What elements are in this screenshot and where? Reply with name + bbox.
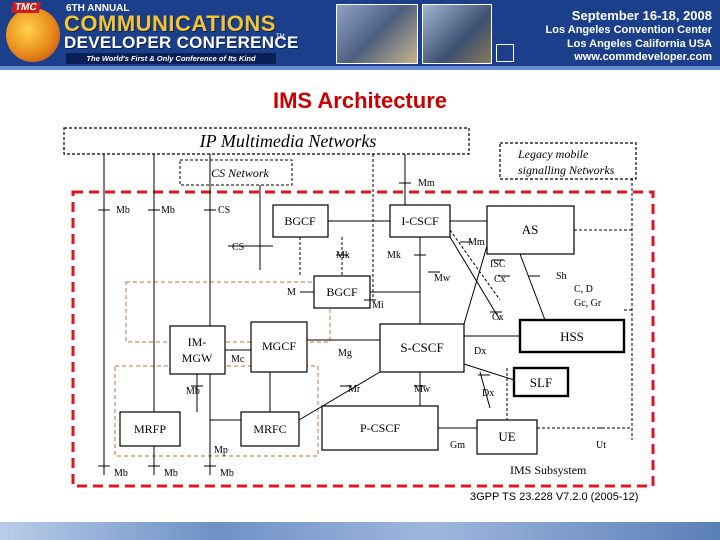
banner-title-line1: COMMUNICATIONS [64,11,276,36]
interface-label: Mp [214,445,228,456]
conference-photo [422,4,492,64]
interface-label: Dx [474,346,486,357]
interface-label: Sh [556,271,567,282]
banner-annual: 6TH ANNUAL [66,3,130,14]
interface-label: Mk [336,250,350,261]
icscf-box [389,204,451,238]
cs-network-label: CS Network [211,166,269,180]
mrfc-label: MRFC [253,422,286,436]
slf-label: SLF [530,375,552,390]
hss-label: HSS [560,329,584,344]
interface-label: Mg [338,348,352,359]
interface-label: Ut [596,440,606,451]
banner-square [496,44,514,62]
legacy-label-line1: Legacy mobile [517,147,589,161]
ip-networks-label: IP Multimedia Networks [199,131,377,151]
ims-boundary [71,190,655,488]
conference-banner: TMC 6TH ANNUAL COMMUNICATIONS DEVELOPER … [0,0,720,68]
slide-title: IMS Architecture [272,88,447,113]
ims-subsystem-label: IMS Subsystem [510,463,587,477]
interface-label: Mw [414,384,431,395]
interface-label: Mb [186,386,200,397]
legacy-label-line2: signalling Networks [518,163,615,177]
interface-label: Mk [387,250,401,261]
interface-label: Mi [372,300,384,311]
interface-label: Mb [164,468,178,479]
interface-label: ISC [490,259,506,270]
interface-label: CS [232,242,244,253]
media-control-region [125,281,331,343]
interface-label: CS [218,205,230,216]
interface-label: Mm [418,178,435,189]
mrfc-box [240,411,300,447]
interface-label: Gm [450,440,465,451]
cs-network-box [179,159,293,186]
slf-box [512,366,570,398]
interface-label: Mb [220,468,234,479]
banner-venue: Los Angeles Convention Center [545,24,712,36]
interface-label: M [287,287,296,298]
icscf-label: I-CSCF [401,214,439,228]
source-citation: 3GPP TS 23.228 V7.2.0 (2005-12) [470,491,639,503]
interface-label: Mr [348,384,361,395]
conference-photo [336,4,418,64]
ip-networks-box [63,127,470,155]
interface-label: Dx [482,388,494,399]
im-mgw-label-line1: IM- [188,335,207,349]
scscf-label: S-CSCF [400,340,443,355]
bottom-decorative-strip [0,522,720,540]
legacy-networks-box [499,142,637,180]
banner-date: September 16-18, 2008 [571,8,712,23]
interface-label: Mw [434,273,451,284]
conference-logo [6,8,60,62]
mrfp-box [119,411,181,447]
trademark: TM [276,34,285,40]
as-label: AS [522,222,539,237]
pcscf-label: P-CSCF [360,421,400,435]
interface-label: Cx [492,312,504,323]
banner-title-line2: DEVELOPER CONFERENCE [64,33,299,52]
interface-label: Gc, Gr [574,298,602,309]
interface-label: Cx [494,274,506,285]
interface-label: Mb [114,468,128,479]
bgcf-top-label: BGCF [284,214,316,228]
banner-tagline: The World's First & Only Conference of I… [66,53,276,64]
mrfp-label: MRFP [134,422,166,436]
ue-label: UE [498,429,515,444]
interface-label: Mb [116,205,130,216]
interface-label: C, D [574,284,593,295]
bgcf-label: BGCF [326,285,358,299]
banner-stripe [0,66,720,70]
interface-label: Mb [161,205,175,216]
mgcf-label: MGCF [262,339,296,353]
banner-url: www.commdeveloper.com [574,51,712,63]
im-mgw-label-line2: MGW [182,351,213,365]
interface-label: Mc [231,354,245,365]
banner-city: Los Angeles California USA [566,38,712,50]
interface-label: Mm [468,237,485,248]
pcscf-box [321,405,439,451]
scscf-box [379,323,465,373]
mgcf-box [250,321,308,373]
im-mgw-box [169,325,226,375]
